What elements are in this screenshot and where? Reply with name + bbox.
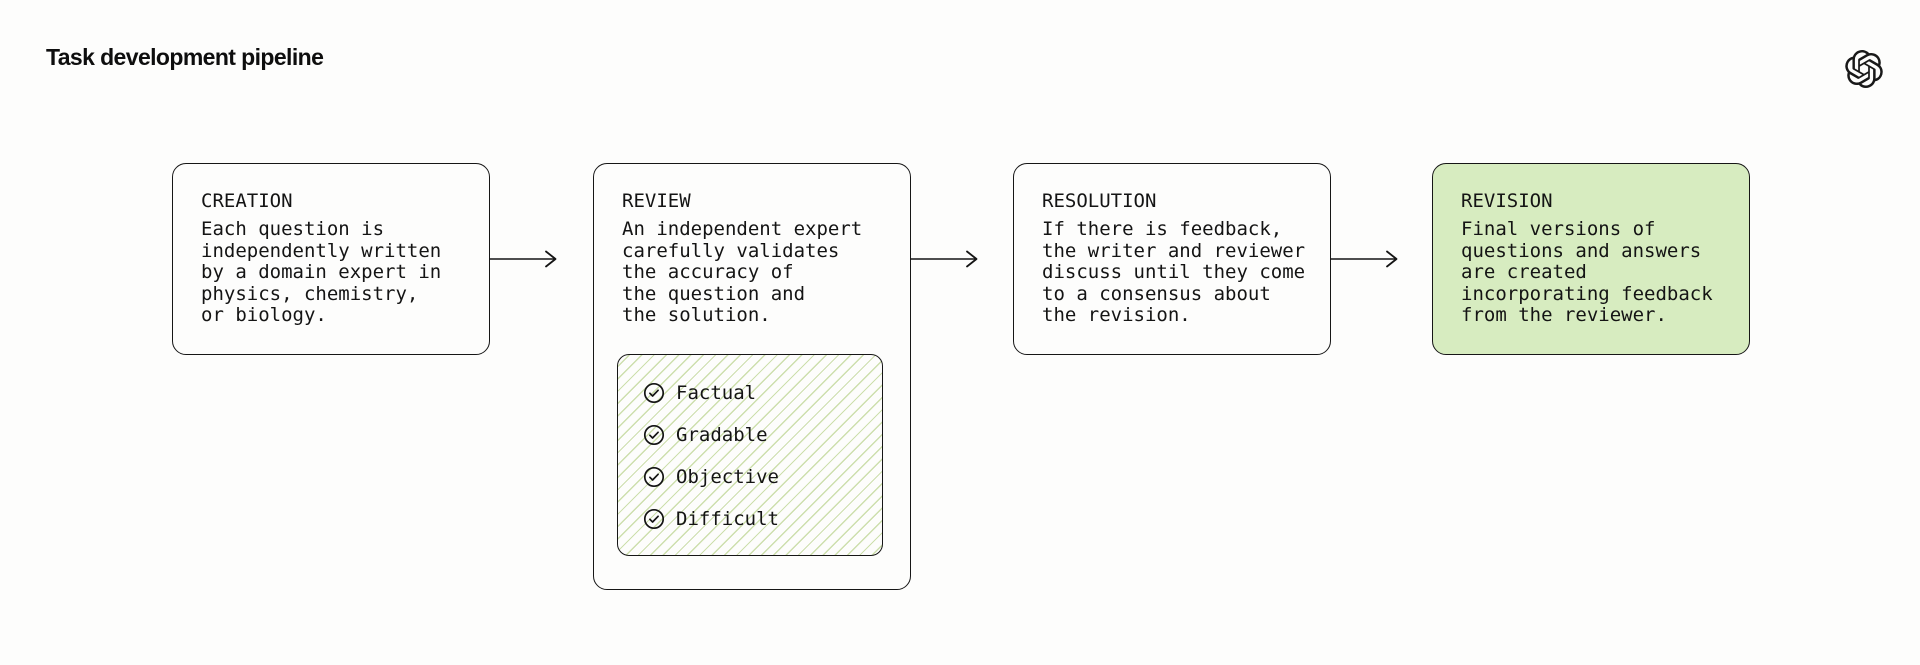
stage-resolution: RESOLUTION If there is feedback, the wri…: [1013, 163, 1331, 355]
stage-body: An independent expert carefully validate…: [622, 218, 863, 326]
stage-revision: REVISION Final versions of questions and…: [1432, 163, 1750, 355]
check-circle-icon: [643, 466, 665, 488]
checklist-label: Objective: [676, 466, 779, 488]
checklist-label: Gradable: [676, 424, 768, 446]
checklist-item-gradable: Gradable: [643, 414, 882, 456]
check-circle-icon: [643, 508, 665, 530]
openai-logo-icon: [1845, 50, 1883, 88]
stage-heading: REVIEW: [622, 190, 691, 212]
stage-heading: RESOLUTION: [1042, 190, 1157, 212]
checklist-label: Difficult: [676, 508, 779, 530]
review-checklist: Factual Gradable Objective: [617, 354, 883, 556]
check-circle-icon: [643, 382, 665, 404]
checklist-item-factual: Factual: [643, 372, 882, 414]
stage-body: Each question is independently written b…: [201, 218, 442, 326]
stage-body: Final versions of questions and answers …: [1461, 218, 1713, 326]
stage-heading: REVISION: [1461, 190, 1553, 212]
flow-arrow-icon: [1330, 250, 1398, 268]
flow-arrow-icon: [910, 250, 978, 268]
flow-arrow-icon: [489, 250, 557, 268]
stage-heading: CREATION: [201, 190, 293, 212]
checklist-item-objective: Objective: [643, 456, 882, 498]
check-circle-icon: [643, 424, 665, 446]
page-title: Task development pipeline: [46, 44, 324, 70]
stage-creation: CREATION Each question is independently …: [172, 163, 490, 355]
stage-review: REVIEW An independent expert carefully v…: [593, 163, 911, 590]
stage-body: If there is feedback, the writer and rev…: [1042, 218, 1306, 326]
checklist-label: Factual: [676, 382, 757, 404]
checklist-item-difficult: Difficult: [643, 498, 882, 540]
